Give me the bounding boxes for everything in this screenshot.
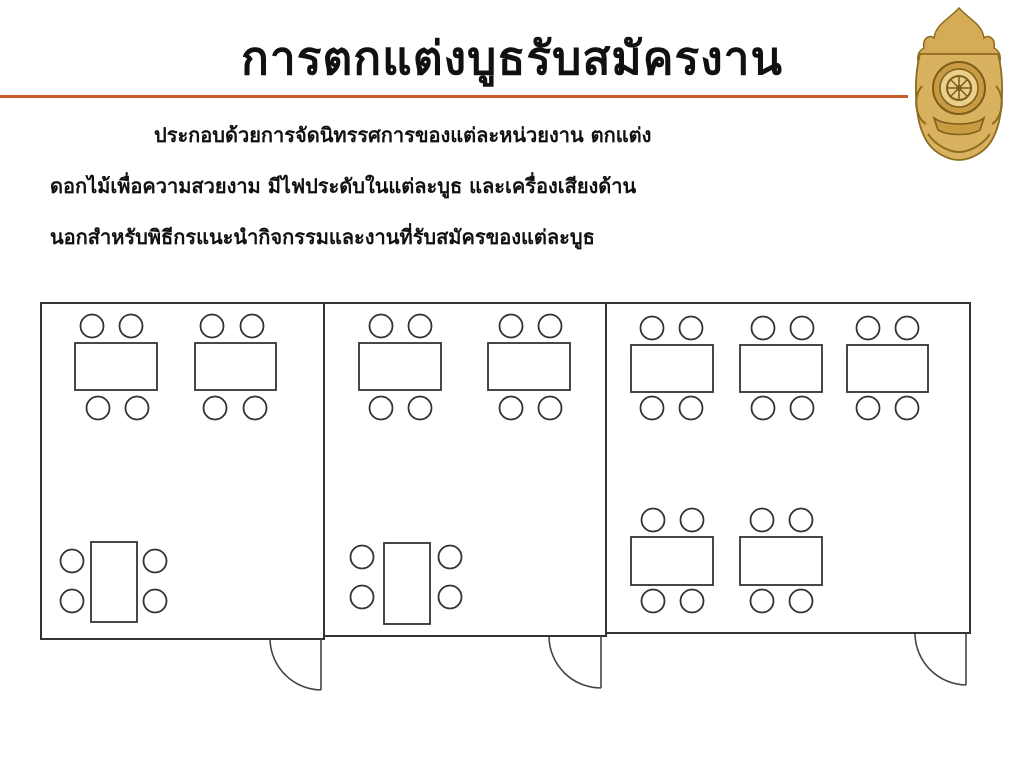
table-group xyxy=(358,313,442,421)
table xyxy=(358,342,442,391)
table xyxy=(194,342,277,391)
body-line-2: ดอกไม้เพื่อความสวยงาม มีไฟประดับในแต่ละบ… xyxy=(50,174,637,198)
table xyxy=(90,541,138,623)
door-1 xyxy=(269,639,322,691)
table-group xyxy=(349,542,463,625)
table-group xyxy=(846,315,929,421)
table xyxy=(630,344,714,393)
table-group xyxy=(739,315,823,421)
table xyxy=(739,536,823,586)
slide-title: การตกแต่งบูธรับสมัครงาน xyxy=(241,31,783,85)
table xyxy=(487,342,571,391)
table xyxy=(846,344,929,393)
table xyxy=(383,542,431,625)
table-group xyxy=(739,507,823,614)
body-paragraph: ประกอบด้วยการจัดนิทรรศการของแต่ละหน่วยงา… xyxy=(50,110,870,263)
title-divider xyxy=(0,95,908,98)
table-group xyxy=(59,541,168,623)
table-group xyxy=(194,313,277,421)
body-line-3: นอกสำหรับพิธีกรแนะนำกิจกรรมและงานที่รับส… xyxy=(50,225,595,249)
ministry-emblem-icon xyxy=(915,6,1003,161)
floor-plan-diagram xyxy=(40,302,971,691)
table xyxy=(630,536,714,586)
table xyxy=(739,344,823,393)
door-2 xyxy=(548,636,602,689)
table-group xyxy=(630,507,714,614)
body-line-1: ประกอบด้วยการจัดนิทรรศการของแต่ละหน่วยงา… xyxy=(154,123,652,147)
table-group xyxy=(630,315,714,421)
table xyxy=(74,342,158,391)
table-group xyxy=(487,313,571,421)
table-group xyxy=(74,313,158,421)
door-3 xyxy=(914,633,967,686)
